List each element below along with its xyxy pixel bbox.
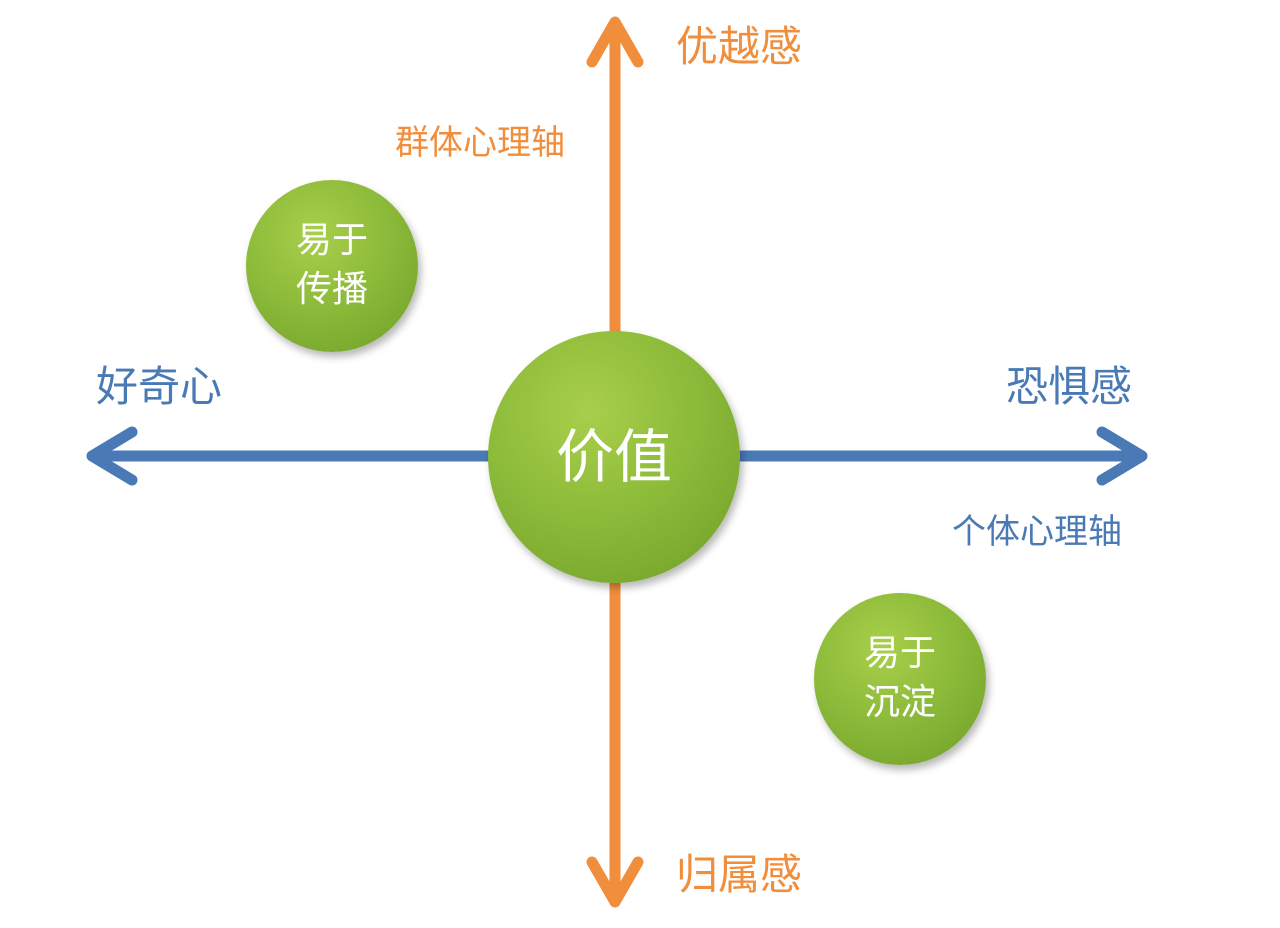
spread-bubble-line1: 易于 [295,220,368,262]
right-pole-label: 恐惧感 [1006,362,1133,411]
left-arrowhead [86,426,138,486]
spread-bubble: 易于 传播 [246,180,418,352]
settle-bubble-line1: 易于 [863,633,936,675]
settle-bubble-line2: 沉淀 [863,682,936,723]
center-value-bubble: 价值 [488,331,740,583]
spread-bubble-text: 易于 传播 [296,217,368,314]
spread-bubble-line2: 传播 [295,269,368,310]
bottom-pole-label: 归属感 [676,850,803,899]
top-arrowhead [586,16,644,68]
horizontal-axis-name: 个体心理轴 [952,512,1122,552]
center-value-label: 价值 [555,422,672,491]
top-pole-label: 优越感 [676,22,803,71]
bottom-arrowhead [586,856,644,908]
vertical-axis-name: 群体心理轴 [395,123,565,163]
left-pole-label: 好奇心 [96,362,223,411]
settle-bubble-text: 易于 沉淀 [864,630,936,727]
settle-bubble: 易于 沉淀 [814,593,986,765]
right-arrowhead [1096,426,1148,486]
